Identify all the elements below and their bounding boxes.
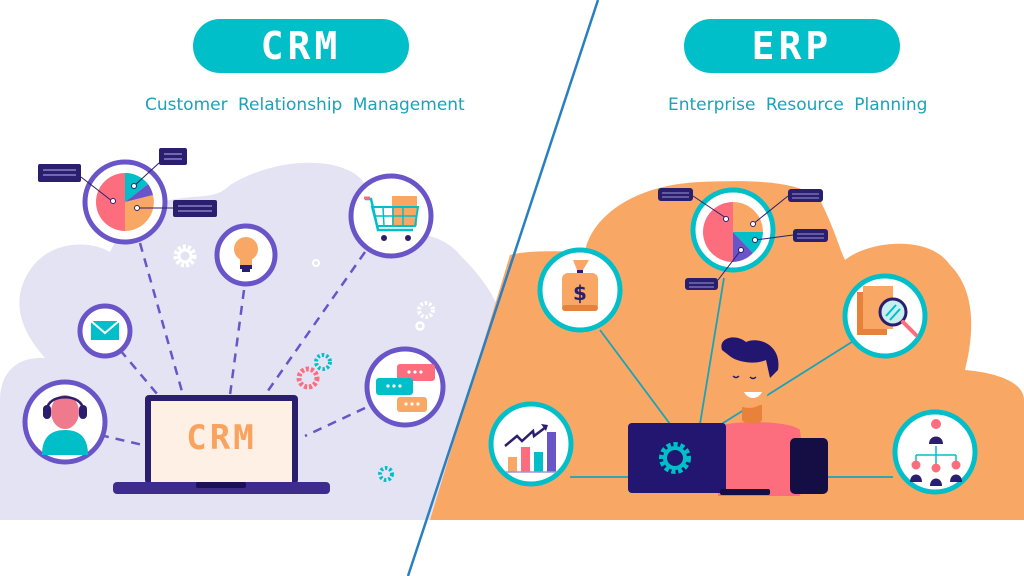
crm-badge: CRM	[193, 19, 409, 73]
document-search-icon	[842, 273, 928, 359]
shopping-cart-icon	[348, 173, 434, 259]
erp-badge-label: ERP	[751, 24, 833, 68]
money-bag-icon: $	[537, 247, 623, 333]
crm-connectors	[99, 242, 367, 447]
crm-pie-chart-icon	[38, 148, 217, 245]
org-chart-icon	[892, 409, 978, 495]
crm-subtitle: Customer Relationship Management	[145, 95, 465, 115]
lightbulb-icon	[214, 223, 278, 287]
erp-badge: ERP	[684, 19, 900, 73]
customer-support-headset-icon	[22, 379, 108, 465]
erp-pie-chart-icon	[658, 187, 828, 290]
gear-icon	[173, 244, 435, 482]
crm-laptop	[113, 395, 330, 494]
person-at-laptop	[718, 337, 828, 496]
email-icon	[77, 303, 133, 359]
erp-laptop	[628, 423, 770, 495]
growth-bar-chart-icon	[488, 401, 574, 487]
svg-text:$: $	[573, 281, 587, 305]
erp-subtitle: Enterprise Resource Planning	[668, 95, 928, 115]
crm-laptop-screen-text: CRM	[186, 418, 257, 458]
diagonal-divider	[406, 0, 600, 576]
chat-bubbles-icon	[364, 346, 446, 428]
gear-icon	[659, 442, 691, 474]
crm-badge-label: CRM	[260, 24, 342, 68]
